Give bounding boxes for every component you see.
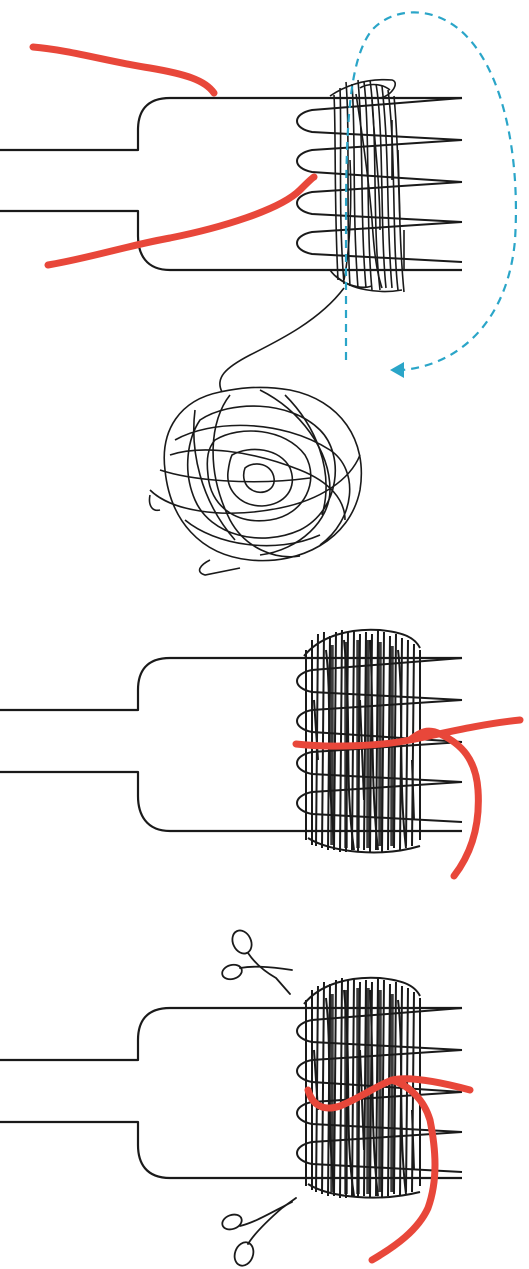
arrow-head-icon <box>390 362 404 378</box>
yarn-ball <box>149 387 361 575</box>
step-1-wrap-yarn <box>0 12 516 575</box>
wrap-direction-guide <box>346 12 516 370</box>
tie-string-bottom <box>48 177 314 265</box>
scissors-icon <box>221 927 292 994</box>
yarn-wraps <box>330 80 404 292</box>
scissors-icon <box>220 1198 296 1268</box>
tie-string-top <box>33 47 214 93</box>
yarn-strand <box>220 288 344 392</box>
tie-knot <box>296 720 520 876</box>
step-3-cut-loops <box>0 927 470 1268</box>
step-2-tie-center <box>0 630 520 876</box>
